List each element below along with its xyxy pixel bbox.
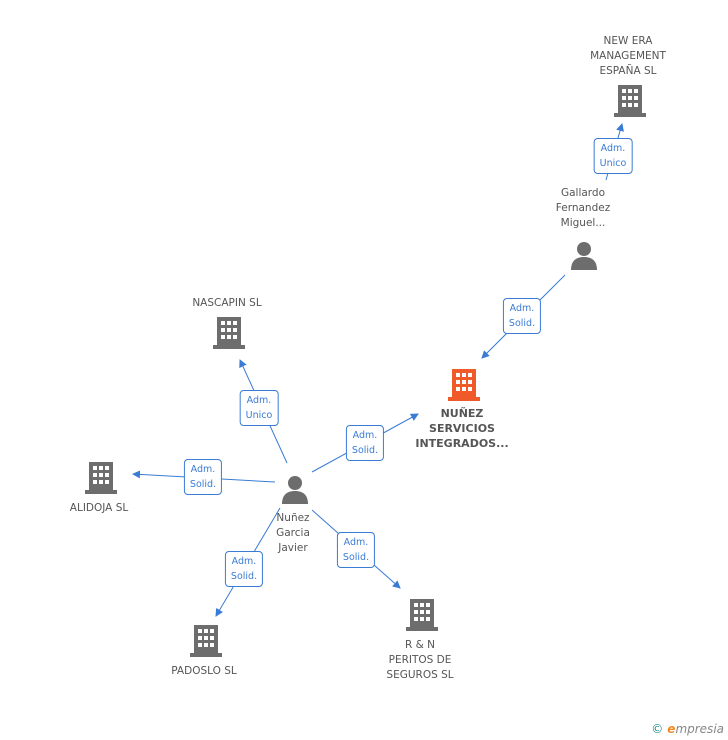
person-icon[interactable] <box>569 240 599 274</box>
node-label-alidoja: ALIDOJA SL <box>69 502 129 514</box>
node-label-ryn: R & N PERITOS DE SEGUROS SL <box>386 639 454 681</box>
edge-badge-javier-alidoja[interactable]: Adm. Solid. <box>183 459 223 495</box>
edge-badge-gallardo-nunez[interactable]: Adm. Solid. <box>502 298 542 334</box>
building-focus-icon[interactable] <box>448 367 480 405</box>
edge-badge-javier-ryn[interactable]: Adm. Solid. <box>336 532 376 568</box>
building-icon[interactable] <box>85 460 117 498</box>
building-icon[interactable] <box>614 83 646 121</box>
node-label-padoslo: PADOSLO SL <box>171 665 237 677</box>
node-label-nunez-garcia: Nuñez Garcia Javier <box>276 512 310 554</box>
building-icon[interactable] <box>190 623 222 661</box>
brand-logo[interactable]: empresia <box>667 722 724 736</box>
person-icon[interactable] <box>280 474 310 508</box>
edge-badge-javier-nascapin[interactable]: Adm. Unico <box>239 390 279 426</box>
copyright-icon: © <box>651 722 664 736</box>
building-icon[interactable] <box>406 597 438 635</box>
node-label-new-era: NEW ERA MANAGEMENT ESPAÑA SL <box>590 35 666 77</box>
edge-badge-javier-padoslo[interactable]: Adm. Solid. <box>224 551 264 587</box>
node-label-nascapin: NASCAPIN SL <box>192 297 262 309</box>
edge-badge-javier-nunez[interactable]: Adm. Solid. <box>345 425 385 461</box>
building-icon[interactable] <box>213 315 245 353</box>
edge-badge-gallardo-newera[interactable]: Adm. Unico <box>593 138 633 174</box>
footer-brand: © empresia <box>651 722 724 736</box>
node-label-gallardo: Gallardo Fernandez Miguel... <box>555 187 611 229</box>
node-label-nunez-servicios: NUÑEZ SERVICIOS INTEGRADOS... <box>415 407 509 450</box>
